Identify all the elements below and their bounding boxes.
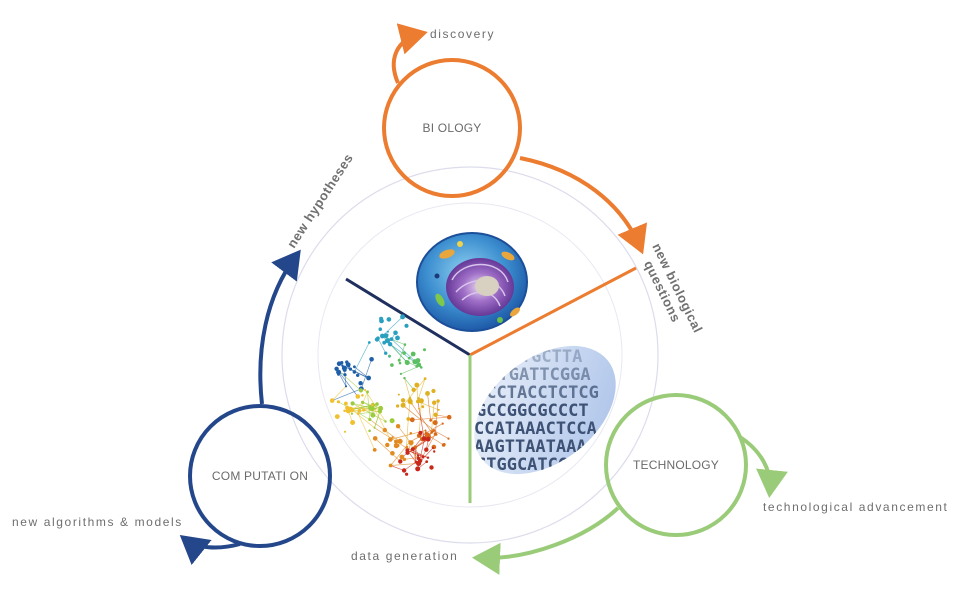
seq-line-2: CTTGATTCGGA bbox=[478, 365, 591, 385]
new-algorithms-arrow bbox=[179, 535, 241, 565]
divider-biology-technology bbox=[469, 266, 637, 357]
cell-illustration bbox=[416, 232, 528, 332]
technology-node-circle[interactable] bbox=[604, 393, 748, 537]
seq-line-7: CTGGCATCGAT bbox=[476, 455, 589, 475]
seq-line-5: CCATAAACTCCA bbox=[474, 419, 597, 439]
new-algorithms-models-label: new algorithms & models bbox=[12, 515, 183, 529]
network-nodes bbox=[329, 314, 452, 476]
new-hypotheses-label: new hypotheses bbox=[284, 151, 356, 251]
network-illustration bbox=[329, 314, 452, 476]
technological-advancement-label: technological advancement bbox=[763, 500, 948, 514]
seq-line-6: AAGTTAATAAAC bbox=[474, 437, 597, 457]
biology-node-label: BI OLOGY bbox=[423, 121, 482, 135]
seq-line-3: ACCTACCTCTCG bbox=[476, 383, 599, 403]
computation-to-biology-arrow bbox=[258, 249, 301, 405]
computation-node-circle[interactable] bbox=[188, 404, 332, 548]
divider-computation-biology bbox=[345, 277, 471, 357]
discovery-arrow bbox=[391, 23, 428, 84]
seq-line-4: GCCGGCGCCCT bbox=[476, 401, 589, 421]
seq-line-1: ACGTTGCTTA bbox=[480, 347, 582, 367]
technology-node-label: TECHNOLOGY bbox=[633, 458, 719, 472]
computation-node-label: COM PUTATI ON bbox=[212, 469, 308, 483]
discovery-label: discovery bbox=[430, 27, 495, 41]
biology-node-circle[interactable] bbox=[382, 58, 522, 198]
data-generation-label: data generation bbox=[351, 549, 458, 563]
biology-to-technology-arrow bbox=[519, 156, 648, 255]
technology-to-computation-arrow bbox=[472, 506, 620, 575]
inner-guide-ring bbox=[317, 202, 623, 508]
outer-guide-ring bbox=[281, 166, 659, 544]
technological-advancement-arrow bbox=[738, 435, 788, 498]
